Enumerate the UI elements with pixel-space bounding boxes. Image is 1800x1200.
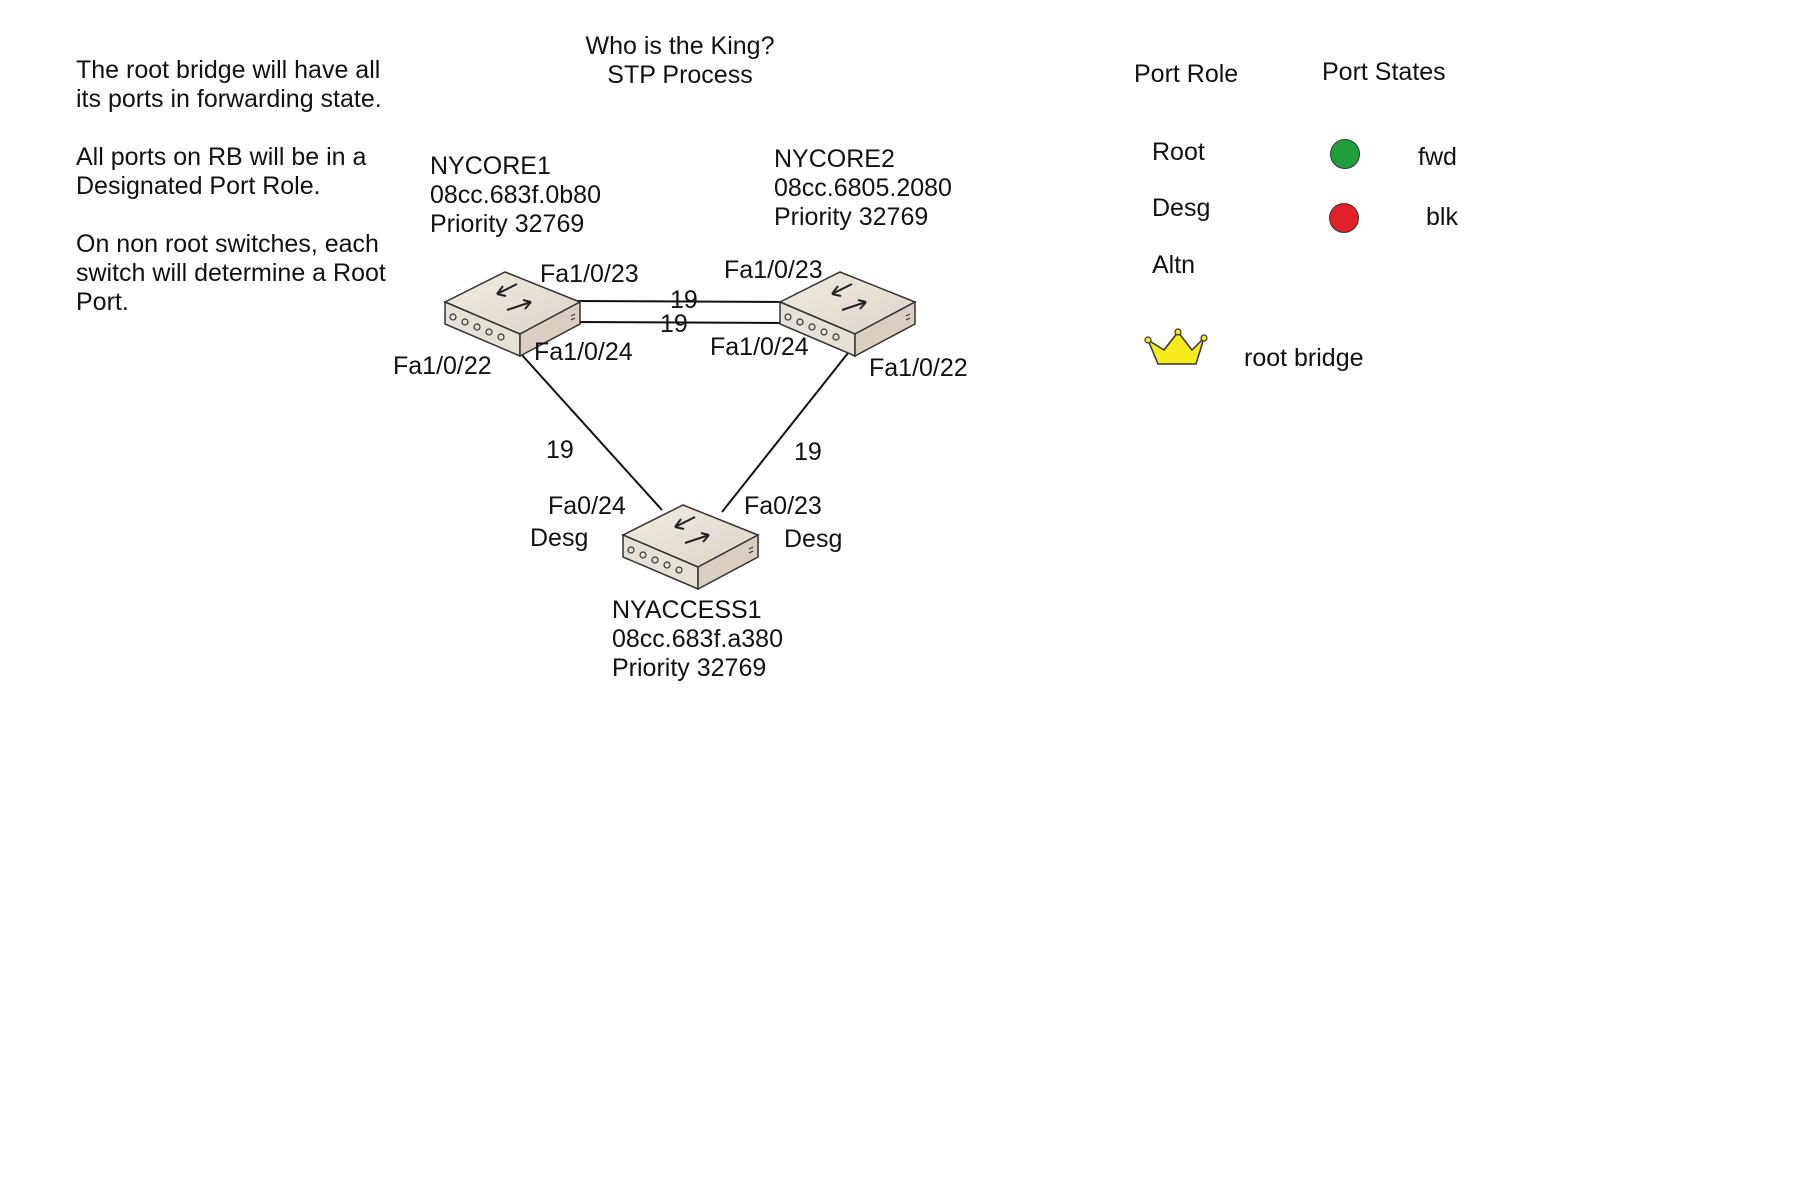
link-core1-core2-bottom — [569, 321, 793, 324]
crown-icon — [1144, 328, 1208, 365]
nycore2-priority: Priority 32769 — [774, 203, 929, 231]
title-line-1: Who is the King? — [585, 32, 775, 60]
link-core1-core2-top — [569, 300, 793, 303]
link-cost: 19 — [546, 436, 574, 464]
note-2: All ports on RB will be in a Designated … — [76, 143, 367, 200]
legend-root-bridge: root bridge — [1244, 344, 1364, 372]
switch-icon-nyaccess1[interactable] — [622, 504, 759, 590]
nycore2-label: NYCORE2 08cc.6805.2080 Priority 32769 — [774, 145, 952, 232]
fwd-status-dot — [1330, 139, 1360, 169]
nycore1-mac: 08cc.683f.0b80 — [430, 181, 601, 209]
nycore2-mac: 08cc.6805.2080 — [774, 174, 952, 202]
title-line-2: STP Process — [607, 61, 753, 89]
notes: The root bridge will have all its ports … — [76, 56, 396, 346]
legend-state-fwd: fwd — [1418, 143, 1457, 171]
port-label: Fa1/0/23 — [540, 260, 639, 288]
nycore1-name: NYCORE1 — [430, 152, 551, 180]
diagram-title: Who is the King? STP Process — [540, 32, 820, 90]
port-role-label: Desg — [530, 524, 589, 552]
nycore1-priority: Priority 32769 — [430, 210, 585, 238]
legend-role-desg: Desg — [1152, 194, 1211, 222]
link-cost: 19 — [670, 286, 698, 314]
port-label: Fa0/24 — [548, 492, 626, 520]
port-label: Fa1/0/22 — [393, 352, 492, 380]
port-label: Fa1/0/24 — [710, 333, 809, 361]
link-cost: 19 — [660, 310, 688, 338]
port-label: Fa0/23 — [744, 492, 822, 520]
port-role-header: Port Role — [1134, 60, 1239, 88]
nyaccess1-name: NYACCESS1 — [612, 596, 762, 624]
link-cost: 19 — [794, 438, 822, 466]
note-1: The root bridge will have all its ports … — [76, 56, 382, 113]
legend-role-altn: Altn — [1152, 251, 1196, 279]
nyaccess1-label: NYACCESS1 08cc.683f.a380 Priority 32769 — [612, 596, 783, 683]
legend-state-blk: blk — [1426, 203, 1458, 231]
nyaccess1-mac: 08cc.683f.a380 — [612, 625, 783, 653]
nyaccess1-priority: Priority 32769 — [612, 654, 767, 682]
port-role-label: Desg — [784, 525, 843, 553]
legend-role-root: Root — [1152, 138, 1205, 166]
port-states-header: Port States — [1322, 58, 1446, 86]
note-3: On non root switches, each switch will d… — [76, 230, 386, 316]
link-core1-access — [511, 343, 663, 511]
blk-status-dot — [1329, 203, 1359, 233]
link-core2-access — [721, 347, 853, 513]
port-label: Fa1/0/22 — [869, 354, 968, 382]
nycore2-name: NYCORE2 — [774, 145, 895, 173]
port-label: Fa1/0/23 — [724, 256, 823, 284]
port-label: Fa1/0/24 — [534, 338, 633, 366]
nycore1-label: NYCORE1 08cc.683f.0b80 Priority 32769 — [430, 152, 601, 239]
